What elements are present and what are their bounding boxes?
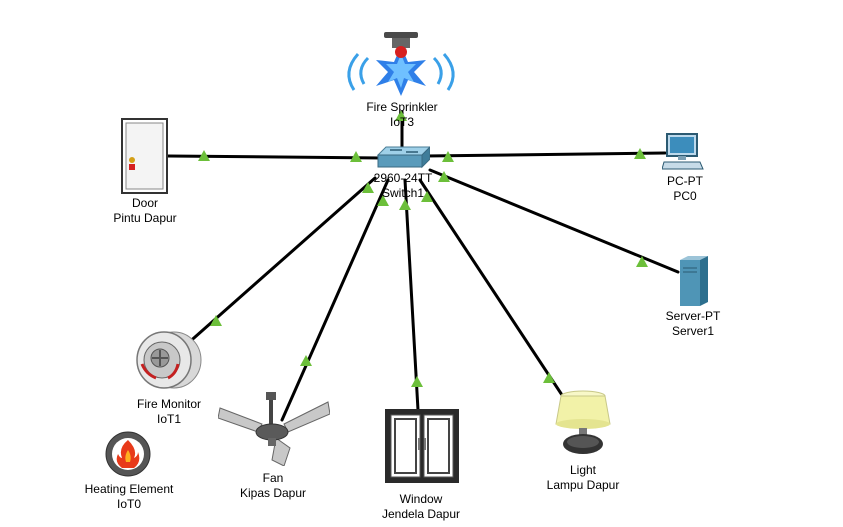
heating-element-name: IoT0 [116, 497, 141, 511]
fan-type: Fan [262, 471, 284, 485]
fan-device[interactable] [217, 390, 331, 467]
server-icon [680, 256, 708, 306]
link-up-indicator [636, 256, 648, 267]
door-name: Pintu Dapur [113, 211, 177, 225]
fire-sprinkler-name: IoT3 [389, 115, 415, 129]
window-type: Window [399, 492, 443, 506]
fire-sprinkler-type: Fire Sprinkler [366, 100, 438, 114]
fan-icon [217, 392, 331, 467]
link-up-indicator [300, 355, 312, 366]
link-fan-switch[interactable] [280, 178, 390, 422]
switch-name: Switch1 [381, 186, 425, 200]
fire-monitor-device[interactable] [134, 330, 202, 390]
window-icon [385, 409, 459, 483]
server-name: Server1 [671, 324, 715, 338]
link-up-indicator [395, 110, 407, 121]
link-light-switch[interactable] [418, 178, 564, 397]
link-server-switch[interactable] [428, 168, 680, 274]
link-up-indicator [399, 199, 411, 210]
switch-device[interactable] [376, 145, 432, 169]
link-status-indicators [198, 110, 648, 387]
door-device[interactable] [121, 118, 168, 194]
fire-monitor-name: IoT1 [156, 412, 182, 426]
fire-monitor-type: Fire Monitor [136, 397, 202, 411]
heating-element-device[interactable] [104, 430, 152, 478]
light-name: Lampu Dapur [546, 478, 620, 492]
link-up-indicator [438, 171, 450, 182]
pc-device[interactable] [661, 132, 704, 172]
link-up-indicator [442, 151, 454, 162]
pc-name: PC0 [673, 189, 697, 203]
link-up-indicator [377, 195, 389, 206]
link-up-indicator [210, 315, 222, 326]
door-type: Door [131, 196, 158, 210]
server-device[interactable] [676, 256, 708, 306]
link-up-indicator [350, 151, 362, 162]
lamp-icon [555, 390, 611, 454]
window-name: Jendela Dapur [381, 507, 461, 521]
heating-element-type: Heating Element [84, 482, 174, 496]
switch-model: 2960-24TT [373, 171, 433, 185]
server-type: Server-PT [665, 309, 721, 323]
link-up-indicator [543, 372, 555, 383]
link-pc-switch[interactable] [423, 151, 667, 158]
link-up-indicator [411, 376, 423, 387]
link-up-indicator [421, 191, 433, 202]
link-up-indicator [634, 148, 646, 159]
pc-icon [661, 133, 704, 170]
link-window-switch[interactable] [403, 178, 420, 412]
light-type: Light [569, 463, 597, 477]
fire-monitor-icon [136, 331, 202, 389]
switch-icon [376, 145, 432, 169]
heating-element-icon [105, 431, 151, 477]
link-firemonitor-switch[interactable] [184, 176, 377, 347]
fan-name: Kipas Dapur [239, 486, 307, 500]
fire-sprinkler-device[interactable] [334, 24, 468, 100]
link-up-indicator [198, 150, 210, 161]
window-device[interactable] [384, 408, 460, 484]
link-up-indicator [362, 182, 374, 193]
light-device[interactable] [554, 390, 612, 456]
pc-type: PC-PT [667, 174, 703, 188]
door-icon [121, 118, 168, 194]
fire-sprinkler-icon [347, 32, 455, 96]
